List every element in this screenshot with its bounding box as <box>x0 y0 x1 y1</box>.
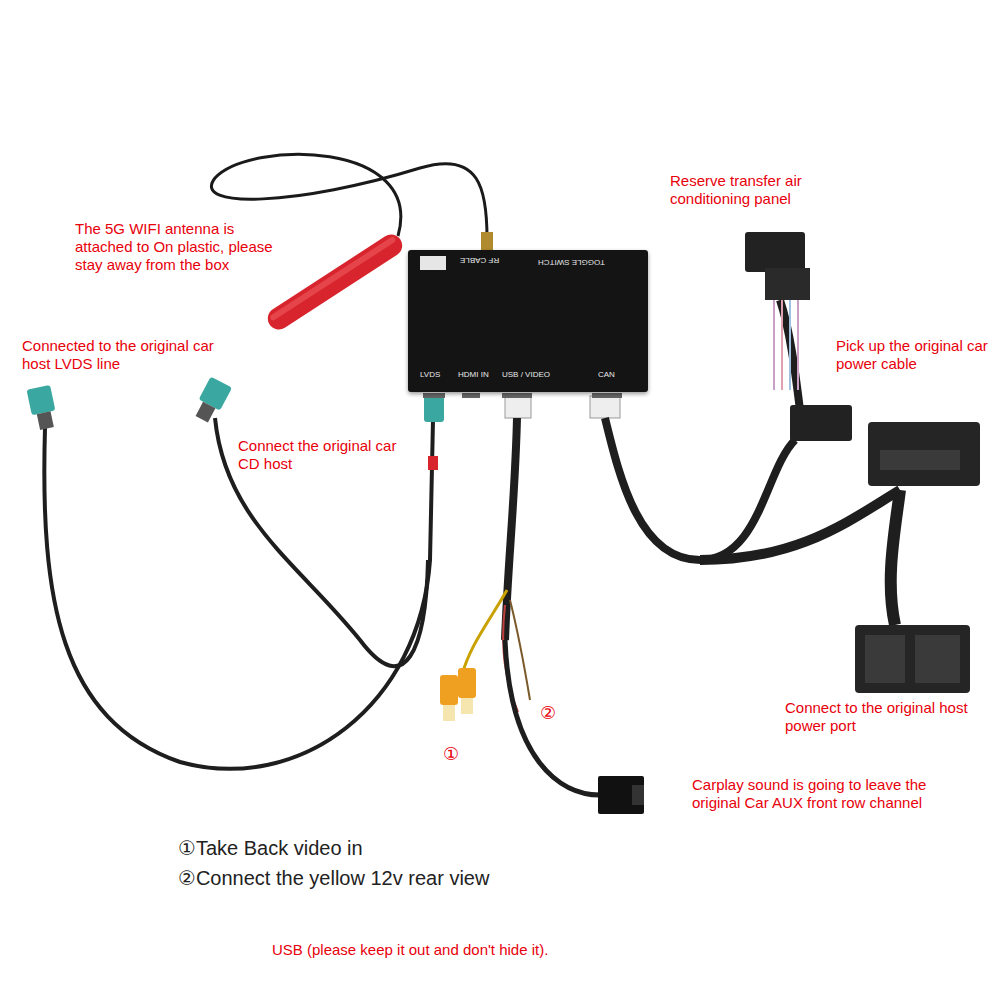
port-label: RF CABLE <box>460 256 499 265</box>
port-socket <box>502 393 532 398</box>
annotation: Connected to the original car host LVDS … <box>22 337 242 373</box>
lvds-plug <box>424 396 444 422</box>
signal-wire <box>510 600 530 700</box>
rca-wire <box>462 590 507 675</box>
harness-plug <box>505 396 531 418</box>
can-harness <box>605 418 795 560</box>
note: USB (please keep it out and don't hide i… <box>272 941 732 959</box>
annotation: Pick up the original car power cable <box>836 337 996 373</box>
usb-plug <box>598 776 644 814</box>
callout-number: ② <box>540 703 570 725</box>
usb-cable <box>505 640 600 795</box>
can-harness <box>891 490 900 625</box>
usb-tip <box>632 785 644 805</box>
port-socket <box>592 393 622 398</box>
wifi-antenna <box>264 230 407 333</box>
antenna-cable <box>211 154 487 238</box>
host-power-connector <box>855 625 970 693</box>
lvds-connector <box>27 385 59 431</box>
legend-note: ①Take Back video in <box>178 836 578 860</box>
wire-strands <box>774 300 798 390</box>
annotation: Carplay sound is going to leave the orig… <box>692 776 972 812</box>
big-connector <box>868 422 980 486</box>
port-socket <box>462 393 480 398</box>
can-harness <box>700 490 900 560</box>
cd-host-cable <box>215 418 428 666</box>
sticker <box>420 256 446 270</box>
ac-harness <box>780 300 800 410</box>
cable-tag <box>428 456 438 470</box>
legend-note: ②Connect the yellow 12v rear view <box>178 866 578 890</box>
callout-number: ① <box>443 744 473 766</box>
annotation: Connect the original car CD host <box>238 437 418 473</box>
port-label: LVDS <box>420 370 440 379</box>
port-label: TOGGLE SWITCH <box>538 258 605 267</box>
rf-connector <box>481 232 493 250</box>
lvds-connector <box>191 376 232 424</box>
lvds-cable <box>44 420 433 769</box>
port-socket <box>423 393 445 398</box>
port-label: CAN <box>598 370 615 379</box>
rca-plugs <box>440 668 476 721</box>
interface-box: RF CABLE TOGGLE SWITCH LVDS HDMI IN USB / VI… <box>408 250 648 392</box>
power-cable-connector <box>790 405 852 441</box>
port-label: USB / VIDEO <box>502 370 550 379</box>
ac-connector <box>745 232 810 300</box>
annotation: Connect to the original host power port <box>785 699 990 735</box>
port-label: HDMI IN <box>458 370 489 379</box>
annotation: The 5G WIFI antenna is attached to On pl… <box>75 220 285 274</box>
annotation: Reserve transfer air conditioning panel <box>670 172 850 208</box>
harness-plug <box>590 396 620 418</box>
